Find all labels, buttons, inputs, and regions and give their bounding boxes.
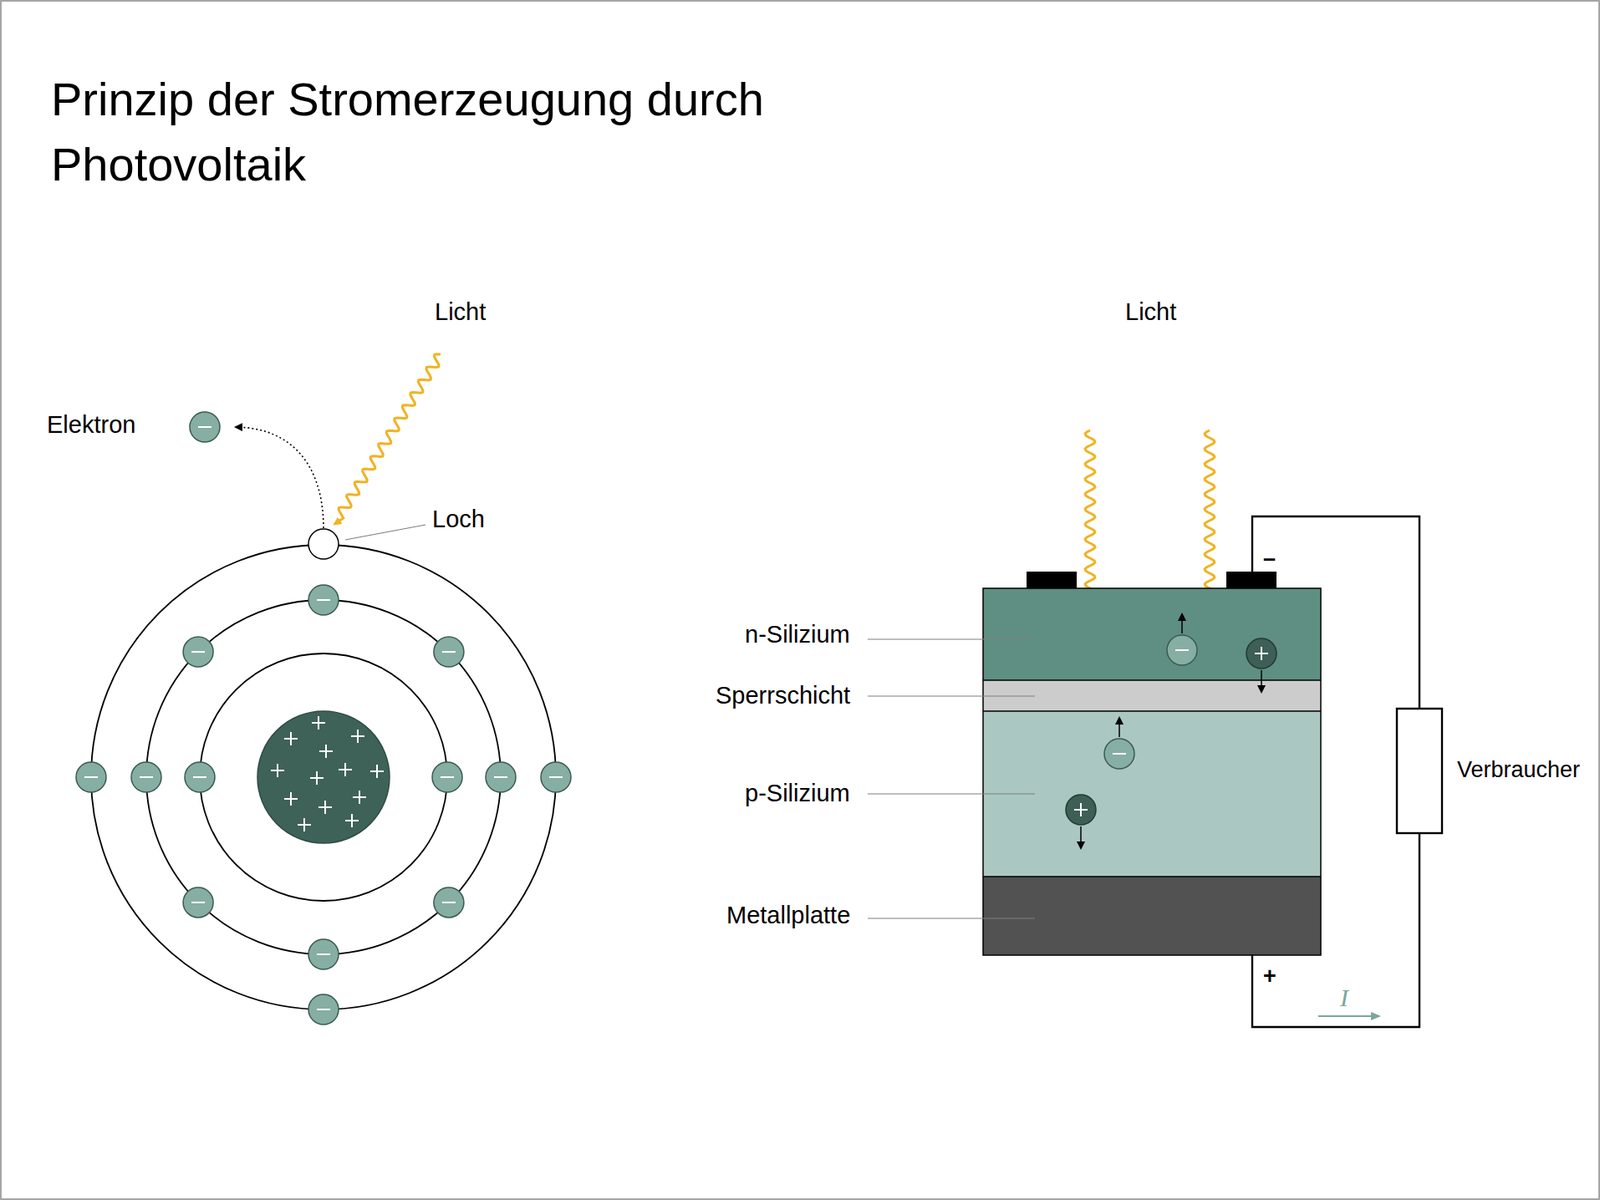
electron: [433, 887, 464, 918]
nucleus: [257, 711, 390, 844]
plus-sign: [351, 729, 365, 744]
layer-label: n-Silizium: [744, 621, 851, 649]
contact: [1226, 571, 1277, 589]
minus-sign: [139, 776, 153, 779]
layer-borders: [983, 588, 1321, 956]
electron-path: [235, 427, 324, 529]
motion-arrow: [1260, 670, 1263, 693]
title: Prinzip der Stromerzeugung durch Photovo…: [50, 66, 854, 198]
minus-sign: [442, 651, 456, 653]
metal-plate: [983, 876, 1321, 956]
minus-sign: [1112, 753, 1127, 755]
plus-sign: [310, 771, 324, 785]
layer-label: p-Silizium: [744, 779, 851, 808]
light-ray: [334, 354, 441, 525]
hole: [1065, 794, 1096, 826]
plus-sign: [284, 792, 298, 806]
minus-sign: [494, 776, 508, 779]
electrons: [76, 412, 571, 1025]
electron: [1166, 635, 1198, 666]
hole: [1246, 638, 1277, 669]
minus-sign: [316, 599, 331, 602]
terminal-sign: –: [1263, 545, 1276, 572]
light-label: Licht: [434, 298, 486, 327]
minus-sign: [440, 776, 454, 779]
motion-arrow: [1181, 614, 1183, 634]
electron: [183, 636, 214, 668]
plus-sign: [352, 790, 367, 805]
orbits: [91, 545, 556, 1010]
plus-sign: [1254, 647, 1269, 661]
electron: [189, 412, 220, 443]
current-arrow: [1318, 1015, 1380, 1018]
plus-sign: [297, 818, 311, 832]
plus-sign: [370, 764, 384, 779]
part-label: Verbraucher: [1457, 757, 1580, 784]
minus-sign: [198, 426, 212, 429]
minus-sign: [193, 776, 207, 779]
motion-arrow: [1118, 718, 1121, 738]
plus-sign: [270, 764, 285, 778]
minus-sign: [191, 901, 205, 904]
n-layer: [983, 588, 1321, 681]
layer-label: Sperrschicht: [715, 682, 851, 710]
electron: [184, 762, 215, 793]
contact: [1026, 571, 1077, 589]
plus-sign: [338, 763, 352, 777]
minus-sign: [549, 776, 563, 779]
electron: [540, 762, 571, 793]
motion-arrow: [1080, 826, 1082, 849]
minus-sign: [316, 1008, 331, 1011]
charge-carriers: [1065, 614, 1277, 849]
electron: [308, 994, 339, 1025]
layer-label: Metallplatte: [726, 901, 851, 930]
circuit-wire: [1252, 516, 1420, 1028]
plus-sign: [284, 732, 298, 746]
electron: [308, 585, 339, 616]
nucleus-charges: [270, 716, 384, 832]
electron: [308, 939, 339, 970]
terminal-sign: +: [1263, 963, 1277, 990]
plus-sign: [318, 800, 332, 815]
plus-sign: [319, 744, 333, 759]
minus-sign: [442, 901, 456, 904]
minus-sign: [191, 651, 205, 653]
minus-sign: [84, 776, 98, 779]
part-label: Loch: [432, 505, 485, 534]
electron: [183, 887, 214, 918]
electron: [485, 762, 516, 793]
plus-sign: [1074, 803, 1088, 817]
current-label: I: [1340, 983, 1349, 1014]
plus-sign: [345, 814, 359, 828]
light-label: Licht: [1125, 298, 1177, 327]
leader-lines: [867, 639, 1035, 919]
leader-line: [345, 524, 426, 541]
minus-sign: [316, 953, 331, 956]
plus-sign: [311, 716, 326, 730]
electron: [131, 762, 162, 793]
electron: [1104, 738, 1135, 770]
hole: [308, 529, 339, 560]
electron: [433, 636, 464, 668]
minus-sign: [1175, 649, 1189, 652]
resistor-symbol: [1396, 708, 1443, 834]
electron: [432, 762, 463, 793]
electron: [76, 762, 107, 793]
part-label: Elektron: [46, 411, 136, 439]
